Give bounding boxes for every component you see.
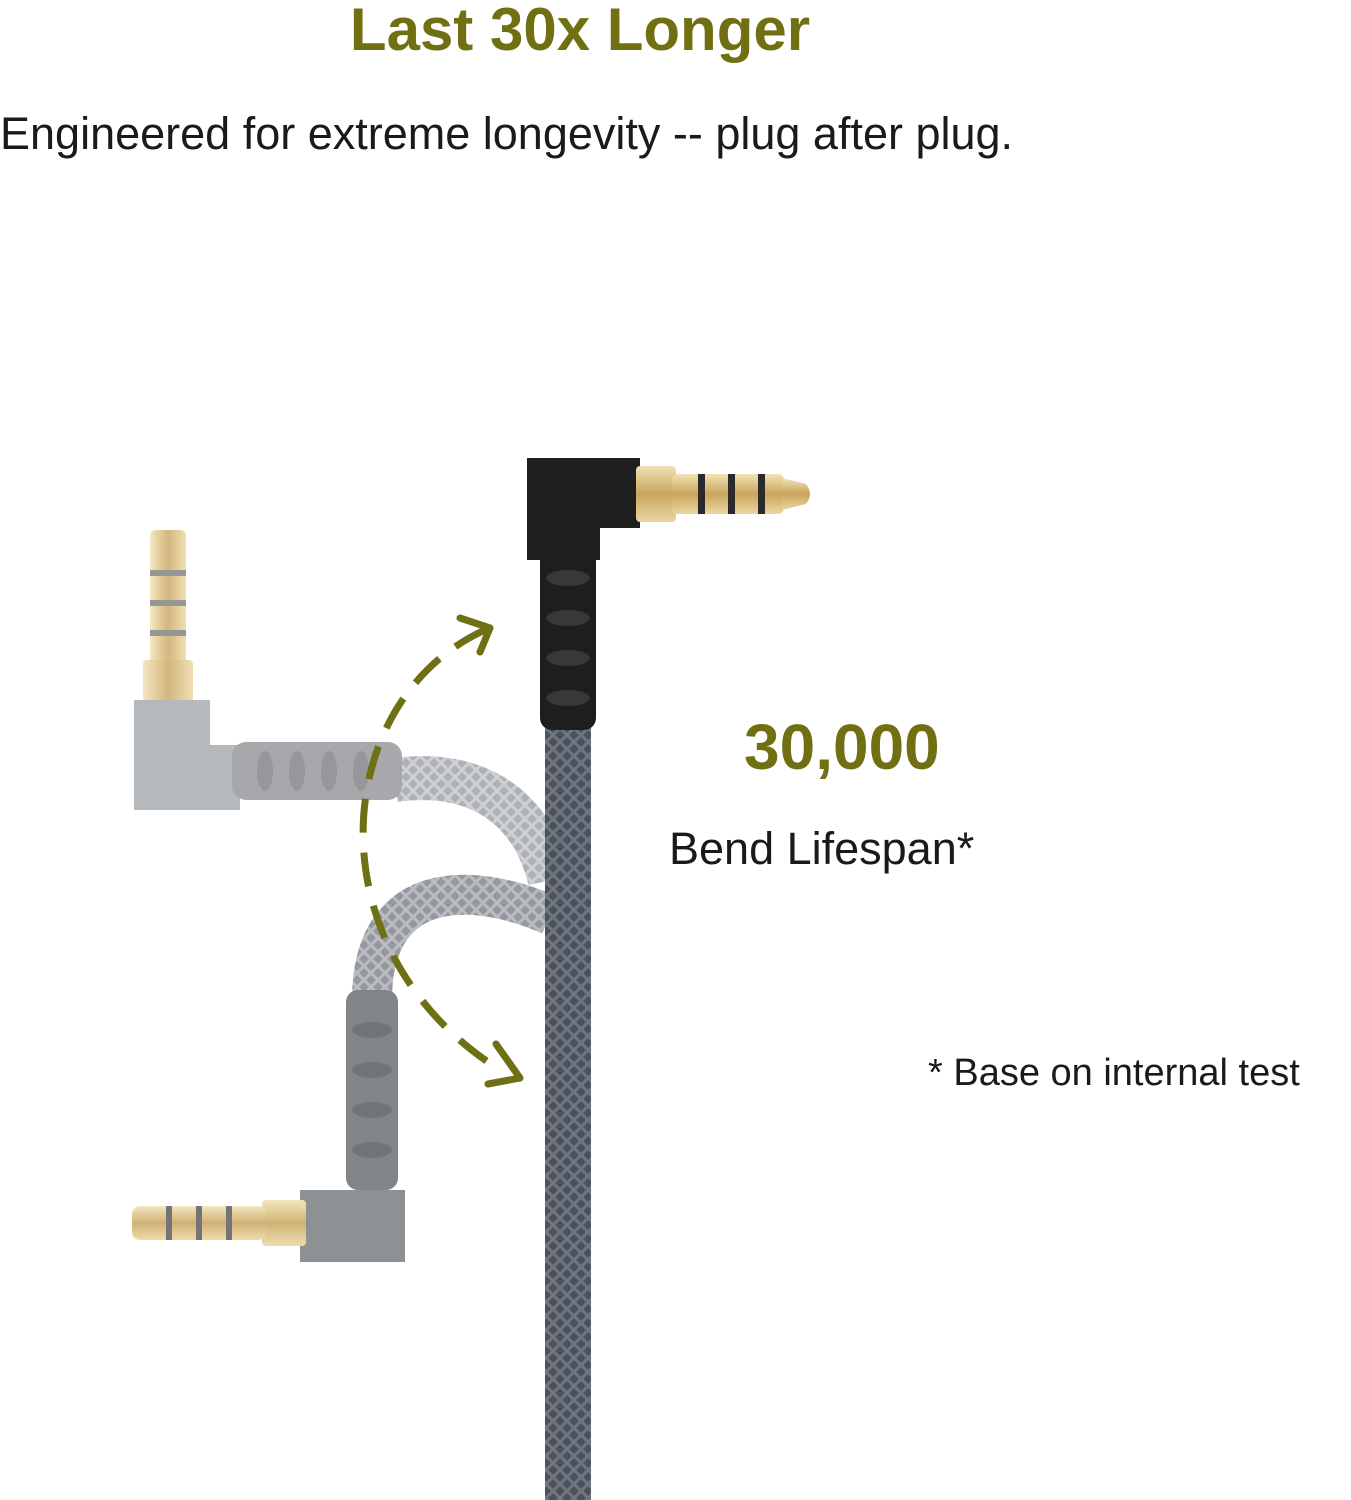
- main-plug-body: [527, 458, 676, 560]
- main-plug-tip: [672, 474, 810, 514]
- footnote: * Base on internal test: [928, 1052, 1300, 1094]
- stat-label: Bend Lifespan*: [669, 823, 975, 874]
- headline: Last 30x Longer: [349, 0, 811, 63]
- ghost-plug-upper-tip: [143, 530, 193, 706]
- ghost-plug-upper-body: [134, 700, 402, 810]
- stat-value: 30,000: [744, 711, 940, 783]
- bend-arrow-icon: [359, 614, 524, 1088]
- ghost-cable-lower: [132, 874, 559, 1262]
- main-cable: [527, 458, 810, 1500]
- main-plug-strain-relief: [540, 540, 596, 730]
- ghost-plug-lower-body: [132, 1190, 405, 1262]
- ghost-cable-upper: [134, 530, 572, 886]
- subheadline: Engineered for extreme longevity -- plug…: [0, 108, 1014, 159]
- ghost-plug-lower-strain: [346, 990, 398, 1190]
